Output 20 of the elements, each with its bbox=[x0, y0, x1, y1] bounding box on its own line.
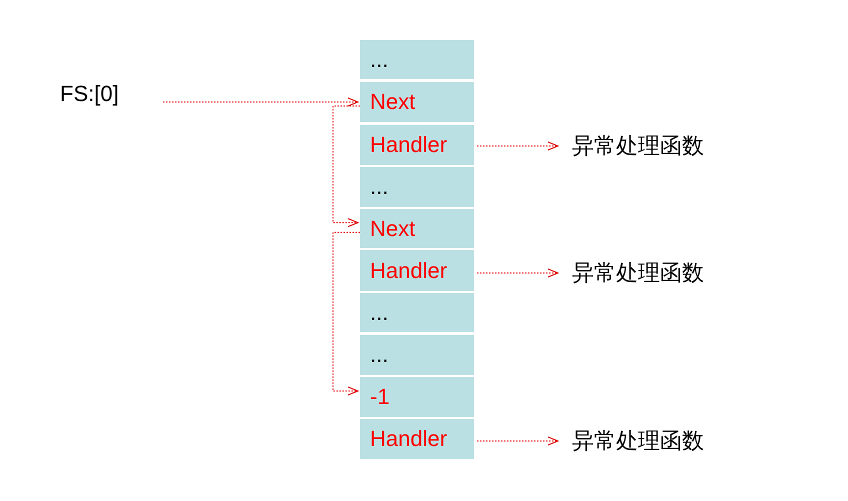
stack-cell: Next bbox=[360, 209, 474, 248]
handler-function-label: 异常处理函数 bbox=[560, 426, 735, 456]
stack-cell: ... bbox=[360, 167, 474, 207]
handler-function-label: 异常处理函数 bbox=[560, 258, 735, 288]
stack-cell: Handler bbox=[360, 419, 474, 459]
register-label: FS:[0] bbox=[60, 80, 160, 108]
stack-cell: ... bbox=[360, 40, 474, 79]
arrow bbox=[332, 232, 360, 396]
arrow bbox=[476, 268, 558, 278]
handler-function-label: 异常处理函数 bbox=[560, 131, 735, 161]
stack-cell: Handler bbox=[360, 250, 474, 291]
stack-cell: -1 bbox=[360, 377, 474, 417]
arrow bbox=[476, 142, 558, 150]
stack-cell: ... bbox=[360, 293, 474, 332]
arrow bbox=[162, 98, 358, 106]
arrow bbox=[476, 436, 558, 446]
stack-cell: Next bbox=[360, 82, 474, 122]
stack-cell: Handler bbox=[360, 125, 474, 165]
stack-cell: ... bbox=[360, 335, 474, 375]
arrow bbox=[332, 106, 360, 228]
